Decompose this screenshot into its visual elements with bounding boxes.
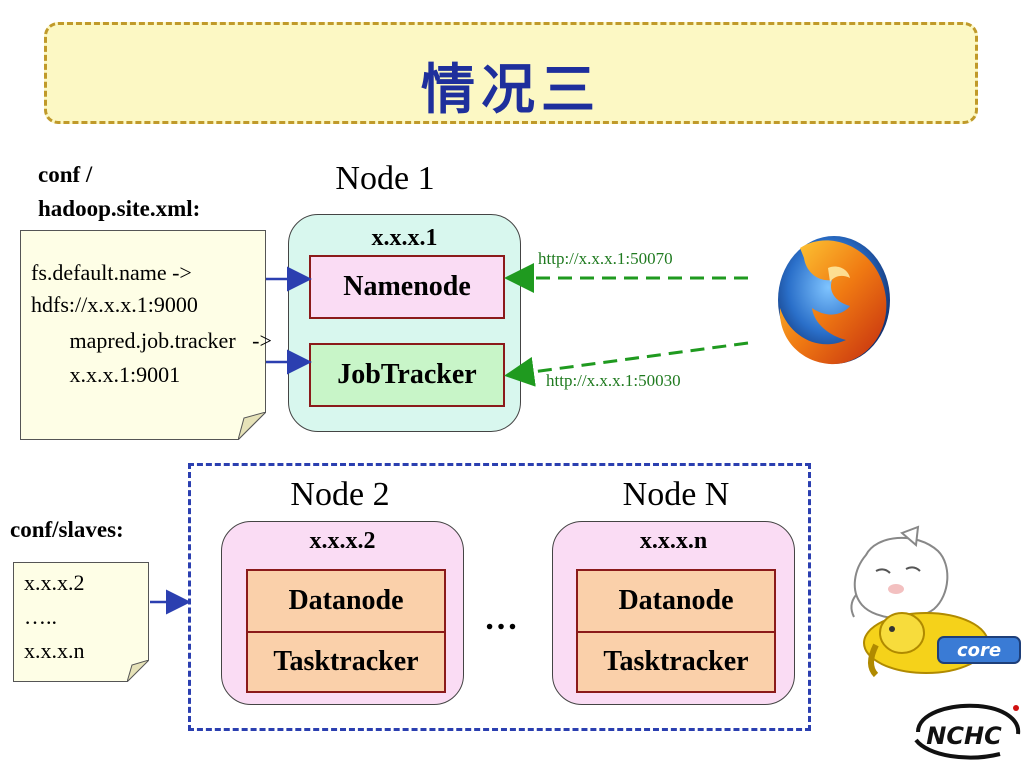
- jobtracker-box: JobTracker: [309, 343, 505, 407]
- namenode-url: http://x.x.x.1:50070: [538, 249, 673, 268]
- nodeN-ip: x.x.x.n: [639, 528, 708, 554]
- node2-datanode-box: Datanode: [246, 569, 446, 633]
- mascot-text: core: [957, 640, 1001, 661]
- conf-slaves-label: conf/slaves:: [10, 517, 124, 542]
- conf-slaves-note: x.x.x.2 ….. x.x.x.n: [13, 562, 149, 682]
- conf-site-line-2: hdfs://x.x.x.1:9000: [31, 292, 198, 317]
- jobtracker-url: http://x.x.x.1:50030: [546, 371, 681, 390]
- node1-title: Node 1: [335, 160, 435, 197]
- slaves-line-1: x.x.x.2: [24, 570, 85, 595]
- nodeN-title: Node N: [622, 476, 730, 513]
- slaves-line-3: x.x.x.n: [24, 638, 85, 663]
- node2-title: Node 2: [290, 476, 390, 513]
- node2-ip: x.x.x.2: [309, 528, 376, 554]
- conf-site-label-line2: hadoop.site.xml:: [38, 196, 201, 221]
- nodeN-tasktracker-box: Tasktracker: [576, 631, 776, 693]
- conf-site-label: conf / hadoop.site.xml:: [38, 158, 200, 226]
- node1-ip: x.x.x.1: [371, 225, 438, 251]
- hadoop-mascot-icon: core: [850, 525, 1021, 678]
- node2-tasktracker-box: Tasktracker: [246, 631, 446, 693]
- conf-site-line-4: x.x.x.1:9001: [31, 362, 181, 387]
- conf-site-line-3: mapred.job.tracker ->: [31, 328, 272, 353]
- conf-site-note: fs.default.name -> hdfs://x.x.x.1:9000 m…: [20, 230, 272, 440]
- nchc-logo: NCHC: [914, 703, 1021, 760]
- firefox-icon: [778, 236, 890, 365]
- nodes-ellipsis: …: [484, 600, 518, 637]
- page-curl-icon: [127, 660, 149, 682]
- page-title: 情况三: [421, 58, 601, 121]
- conf-site-line-1: fs.default.name ->: [31, 260, 192, 285]
- browser-to-jobtracker-arrow: [504, 341, 749, 387]
- slave-nodes-group: [188, 463, 811, 731]
- nchc-text: NCHC: [926, 722, 1002, 750]
- slaves-line-2: …..: [24, 604, 57, 629]
- conf-site-label-line1: conf /: [38, 162, 93, 187]
- namenode-box: Namenode: [309, 255, 505, 319]
- nodeN-datanode-box: Datanode: [576, 569, 776, 633]
- page-curl-icon: [238, 412, 266, 440]
- title-banner: 情况三: [44, 22, 978, 124]
